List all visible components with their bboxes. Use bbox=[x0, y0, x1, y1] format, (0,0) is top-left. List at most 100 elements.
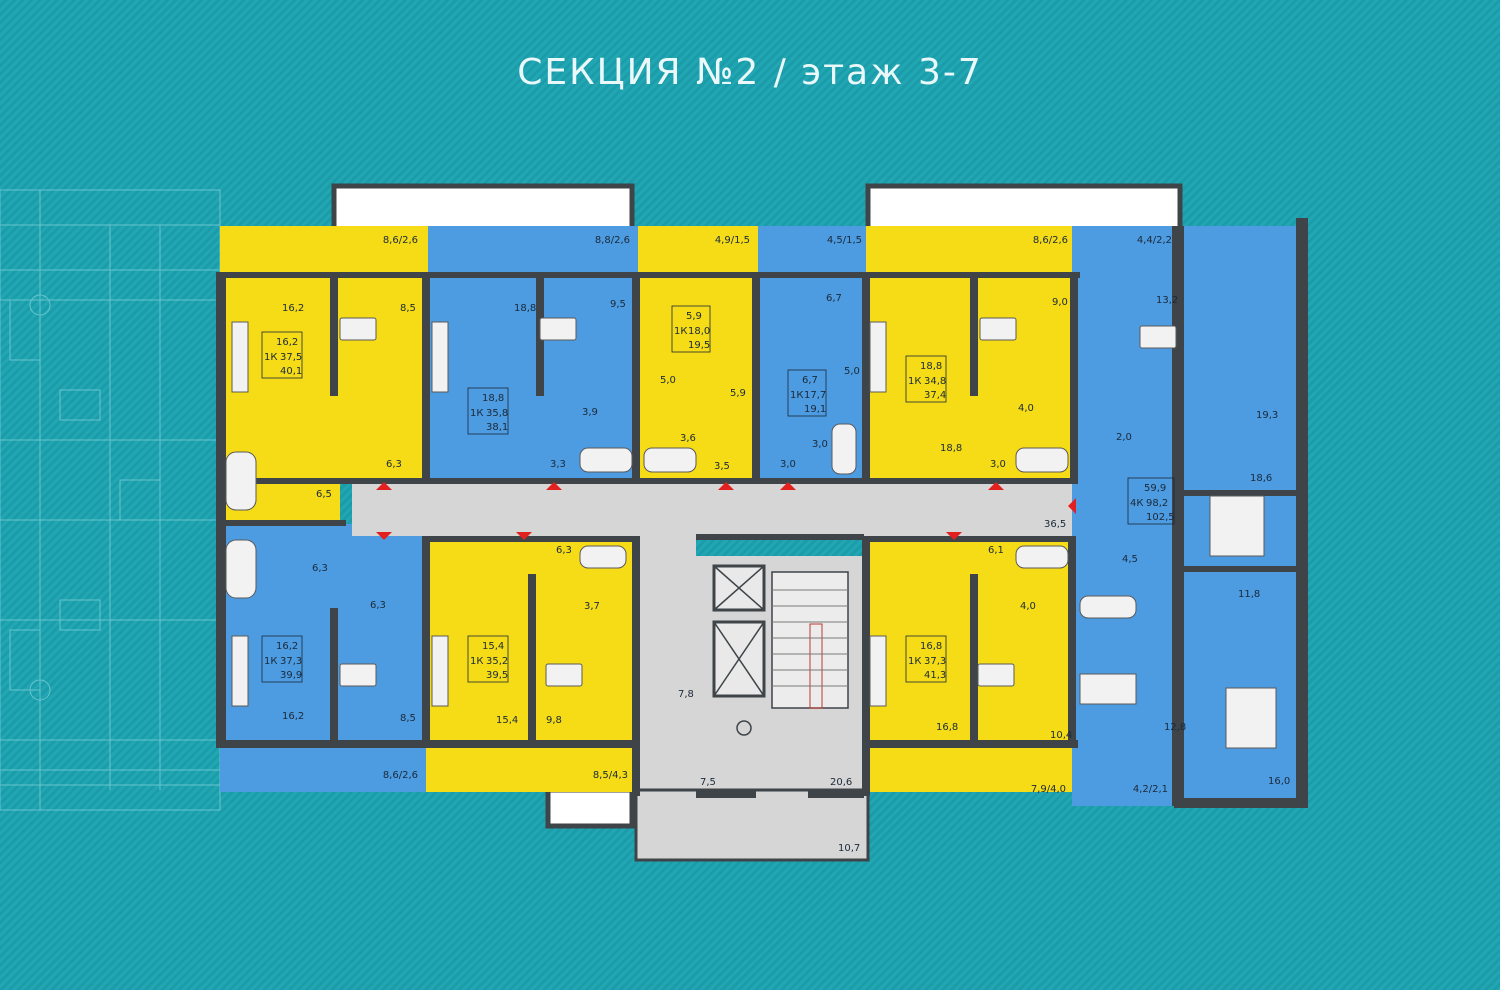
room-area: 12,8 bbox=[1164, 722, 1186, 733]
room-area: 16,2 bbox=[282, 303, 304, 314]
room-area: 5,9 bbox=[730, 388, 746, 399]
room-area: 3,9 bbox=[582, 407, 598, 418]
balcony-label-bottom-4: 4,2/2,1 bbox=[1133, 784, 1168, 795]
sofa-icon bbox=[431, 635, 449, 707]
table-icon bbox=[545, 663, 583, 687]
room-area: 7,8 bbox=[678, 689, 694, 700]
room-area: 9,0 bbox=[1052, 297, 1068, 308]
bed-icon bbox=[1079, 673, 1137, 705]
room-area: 4,5 bbox=[1122, 554, 1138, 565]
svg-text:38,1: 38,1 bbox=[486, 422, 508, 433]
svg-text:4К: 4К bbox=[1130, 498, 1143, 509]
balcony-label-top-6: 4,4/2,2 bbox=[1137, 235, 1172, 246]
room-area-labels: 16,2 8,5 6,3 6,5 18,8 9,5 3,9 3,3 5,0 3,… bbox=[282, 293, 1290, 854]
room-area: 4,0 bbox=[1020, 601, 1036, 612]
common-areas bbox=[352, 484, 1072, 862]
svg-text:16,2: 16,2 bbox=[276, 337, 298, 348]
balcony-label-top-4: 4,5/1,5 bbox=[827, 235, 862, 246]
svg-text:35,2: 35,2 bbox=[486, 656, 508, 667]
bathtub-icon bbox=[1079, 595, 1137, 619]
room-area: 5,0 bbox=[844, 366, 860, 377]
table-icon bbox=[339, 663, 377, 687]
sofa-icon bbox=[231, 635, 249, 707]
bathtub-icon bbox=[1015, 447, 1069, 473]
room-area: 5,0 bbox=[660, 375, 676, 386]
table-icon bbox=[977, 663, 1015, 687]
svg-text:15,4: 15,4 bbox=[482, 641, 504, 652]
svg-text:98,2: 98,2 bbox=[1146, 498, 1168, 509]
svg-text:16,8: 16,8 bbox=[920, 641, 942, 652]
svg-text:37,5: 37,5 bbox=[280, 352, 302, 363]
sofa-icon bbox=[869, 635, 887, 707]
svg-text:1К: 1К bbox=[264, 656, 277, 667]
bed-icon bbox=[1225, 687, 1277, 749]
room-area: 9,5 bbox=[610, 299, 626, 310]
svg-text:34,8: 34,8 bbox=[924, 376, 946, 387]
bed-icon bbox=[1209, 495, 1265, 557]
room-area: 3,5 bbox=[714, 461, 730, 472]
page-title: СЕКЦИЯ №2 / этаж 3-7 bbox=[517, 52, 983, 93]
svg-text:1К: 1К bbox=[470, 656, 483, 667]
room-area: 16,0 bbox=[1268, 776, 1290, 787]
svg-text:41,3: 41,3 bbox=[924, 670, 946, 681]
svg-text:5,9: 5,9 bbox=[686, 311, 702, 322]
apartment-info-a9: 16,8 1К 37,3 41,3 bbox=[905, 635, 947, 683]
balcony-label-top-2: 8,8/2,6 bbox=[595, 235, 630, 246]
room-area: 4,0 bbox=[1018, 403, 1034, 414]
room-area: 8,5 bbox=[400, 713, 416, 724]
svg-text:1К: 1К bbox=[790, 390, 803, 401]
apartment-info-a5: 18,8 1К 34,8 37,4 bbox=[905, 355, 947, 403]
svg-text:19,1: 19,1 bbox=[804, 404, 826, 415]
room-area: 6,1 bbox=[988, 545, 1004, 556]
svg-text:1К: 1К bbox=[908, 376, 921, 387]
bathtub-icon bbox=[225, 539, 257, 599]
apartment-info-a6: 59,9 4К 98,2 102,5 bbox=[1127, 477, 1175, 525]
svg-text:102,5: 102,5 bbox=[1146, 512, 1175, 523]
svg-text:37,3: 37,3 bbox=[924, 656, 946, 667]
apartment-info-a4: 6,7 1К 17,7 19,1 bbox=[787, 369, 827, 417]
bathtub-icon bbox=[579, 545, 627, 569]
balcony-label-bottom-1: 8,6/2,6 bbox=[383, 770, 418, 781]
room-area: 11,8 bbox=[1238, 589, 1260, 600]
svg-text:18,0: 18,0 bbox=[688, 326, 710, 337]
room-area: 3,0 bbox=[780, 459, 796, 470]
svg-text:19,5: 19,5 bbox=[688, 340, 710, 351]
room-area: 6,5 bbox=[316, 489, 332, 500]
apartment-info-a2: 18,8 1К 35,8 38,1 bbox=[467, 387, 509, 435]
room-area: 3,0 bbox=[812, 439, 828, 450]
room-area: 10,4 bbox=[1050, 730, 1072, 741]
balcony-label-top-5: 8,6/2,6 bbox=[1033, 235, 1068, 246]
bathtub-icon bbox=[579, 447, 633, 473]
room-area: 36,5 bbox=[1044, 519, 1066, 530]
sofa-icon bbox=[231, 321, 249, 393]
room-area: 15,4 bbox=[496, 715, 518, 726]
room-area: 16,2 bbox=[282, 711, 304, 722]
room-area: 3,7 bbox=[584, 601, 600, 612]
apartment-info-a1: 16,2 1К 37,5 40,1 bbox=[261, 331, 303, 379]
svg-text:39,5: 39,5 bbox=[486, 670, 508, 681]
room-area: 7,5 bbox=[700, 777, 716, 788]
room-area: 18,8 bbox=[514, 303, 536, 314]
svg-text:17,7: 17,7 bbox=[804, 390, 826, 401]
balcony-label-bottom-3: 7,9/4,0 bbox=[1031, 784, 1066, 795]
svg-text:18,8: 18,8 bbox=[482, 393, 504, 404]
room-area: 8,5 bbox=[400, 303, 416, 314]
balcony-label-top-1: 8,6/2,6 bbox=[383, 235, 418, 246]
room-area: 16,8 bbox=[936, 722, 958, 733]
balcony-label-top-3: 4,9/1,5 bbox=[715, 235, 750, 246]
apartment-info-boxes: 16,2 1К 37,5 40,1 18,8 1К 35,8 38,1 5,9 … bbox=[261, 305, 1175, 683]
top-balconies bbox=[220, 226, 1180, 272]
room-area: 20,6 bbox=[830, 777, 852, 788]
room-area: 6,3 bbox=[370, 600, 386, 611]
svg-text:1К: 1К bbox=[674, 326, 687, 337]
table-icon bbox=[1139, 325, 1177, 349]
room-area: 10,7 bbox=[838, 843, 860, 854]
room-area: 6,3 bbox=[386, 459, 402, 470]
svg-text:40,1: 40,1 bbox=[280, 366, 302, 377]
room-area: 18,6 bbox=[1250, 473, 1272, 484]
svg-text:18,8: 18,8 bbox=[920, 361, 942, 372]
apartment-info-a3: 5,9 1К 18,0 19,5 bbox=[671, 305, 711, 353]
apartment-info-a8: 15,4 1К 35,2 39,5 bbox=[467, 635, 509, 683]
